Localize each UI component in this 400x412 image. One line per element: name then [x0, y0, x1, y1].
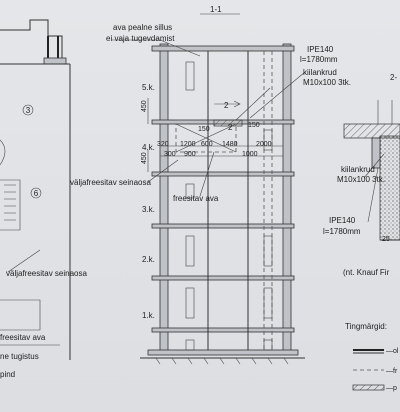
section-1-1: 1-1: [70, 5, 351, 365]
left-circle-6: [30, 187, 42, 199]
window-1k: [185, 287, 195, 319]
right-top-label: 2-: [390, 73, 397, 82]
right-anchor-line2: M10x100 3tk.: [337, 175, 385, 184]
note-top-line2: ei vaja tugevdamist: [106, 34, 175, 43]
shaft-box-4k: [263, 129, 273, 151]
ground-slab: [147, 349, 299, 356]
left-bottom-line1: freesitav ava: [0, 333, 46, 342]
cut-opening-outline: [175, 123, 237, 153]
left-leader-line: [7, 249, 41, 273]
cut-opening-cross: [175, 123, 237, 153]
left-exterior-wall: [159, 43, 169, 355]
label-valjafreesitav-mid: väljafreesitav seinaosa: [70, 178, 151, 187]
left-stair-treads: [4, 184, 16, 221]
section-arrow-2: [214, 100, 241, 108]
note-top-line1: ava pealne sillus: [113, 23, 172, 32]
left-room-border: [0, 63, 71, 360]
label-freesitav-ava: freesitav ava: [173, 194, 219, 203]
leader-anchor: [235, 87, 271, 121]
section-title: 1-1: [210, 5, 222, 14]
legend-item2: —fr: [386, 368, 398, 375]
right-dim-25: 25: [382, 236, 390, 243]
left-circle-3-text: 3: [26, 106, 31, 115]
right-beam-line2: l=1780mm: [323, 227, 361, 236]
right-leader-anchor: [363, 153, 385, 179]
floor-label-4: 4.k.: [142, 143, 155, 152]
dashed-shaft-lines: [263, 51, 273, 350]
roof-slab: [151, 45, 295, 52]
left-door-arc: [0, 139, 6, 166]
beam-ipe140: [213, 119, 243, 127]
dim-150-a: 150: [198, 126, 210, 133]
openings: [185, 61, 273, 351]
dim-1000: 1000: [242, 151, 258, 158]
shaft-box-1k: [263, 287, 273, 319]
right-detail: 2- kiilankrud M10x100 3tk. IPE140 l=1780…: [323, 73, 400, 392]
dim-2-b: 2: [228, 123, 233, 132]
detail-top-dim: [377, 100, 393, 124]
window-2k: [185, 235, 195, 267]
dim-320: 320: [157, 141, 169, 148]
left-wall-cap: [43, 57, 67, 65]
left-bottom-line3: pind: [0, 370, 15, 379]
left-lower-box: [0, 299, 41, 331]
shaft-box-2k: [263, 235, 273, 267]
dim-600: 600: [201, 141, 213, 148]
left-label-valjafreesitav: väljafreesitav seinaosa: [6, 269, 87, 278]
legend-title: Tingmärgid:: [345, 322, 387, 331]
dim-300: 300: [164, 151, 176, 158]
legend-symbol-3: [352, 384, 385, 391]
detail-wall: [379, 135, 400, 241]
leader-valjafreesitav: [147, 159, 179, 183]
slab-2: [151, 275, 295, 281]
left-circle-6-text: 6: [34, 189, 39, 198]
floor-label-2: 2.k.: [142, 255, 155, 264]
floor-label-5: 5.k.: [142, 83, 155, 92]
legend-item1: —ol: [386, 348, 399, 355]
dim-450-a: 450: [141, 100, 148, 112]
dim-1480: 1480: [222, 141, 238, 148]
beam-main-line1: IPE140: [307, 45, 334, 54]
leader-freesitav-ava: [199, 151, 215, 197]
leader-top-note: [112, 39, 201, 57]
inner-partitions: [207, 51, 249, 350]
floor-slabs: [147, 45, 299, 356]
ground-hatch: [155, 357, 289, 365]
dim-2-a: 2: [224, 101, 229, 110]
right-exterior-wall: [282, 43, 292, 355]
dim-150-b: 150: [248, 122, 260, 129]
dim-1200: 1200: [180, 141, 196, 148]
dim-450-b: 450: [141, 152, 148, 164]
legend-item3: —p: [386, 385, 397, 392]
floor-label-1: 1.k.: [142, 311, 155, 320]
leader-beam: [249, 71, 306, 119]
left-wall-outline: [0, 19, 63, 60]
right-anchor-line1: kiilankrud: [341, 165, 375, 174]
right-beam-line1: IPE140: [329, 216, 356, 225]
dim-900: 900: [184, 151, 196, 158]
shaft-box-0k: [263, 339, 273, 351]
window-5k: [185, 61, 195, 91]
dim-2000: 2000: [256, 141, 272, 148]
anchor-main-line1: kiilankrud: [303, 68, 337, 77]
left-stair-box: [0, 179, 21, 231]
left-plan: 3 6 väljafreesitav seinaosa freesitav av…: [0, 19, 87, 379]
beam-main-line2: l=1780mm: [300, 55, 338, 64]
left-wall-thick: [47, 36, 59, 60]
floor-label-3: 3.k.: [142, 205, 155, 214]
slab-1: [151, 327, 295, 333]
slab-3: [151, 223, 295, 229]
right-leader-beam: [367, 167, 379, 223]
anchor-main-line2: M10x100 3tk.: [303, 78, 351, 87]
detail-beam: [371, 137, 381, 169]
window-0k: [185, 339, 195, 351]
left-bottom-line2: ne tugistus: [0, 352, 39, 361]
slab-4: [151, 171, 295, 177]
window-3k: [185, 183, 195, 199]
left-circle-3: [22, 104, 34, 116]
right-note: (nt. Knauf Fir: [343, 268, 390, 277]
